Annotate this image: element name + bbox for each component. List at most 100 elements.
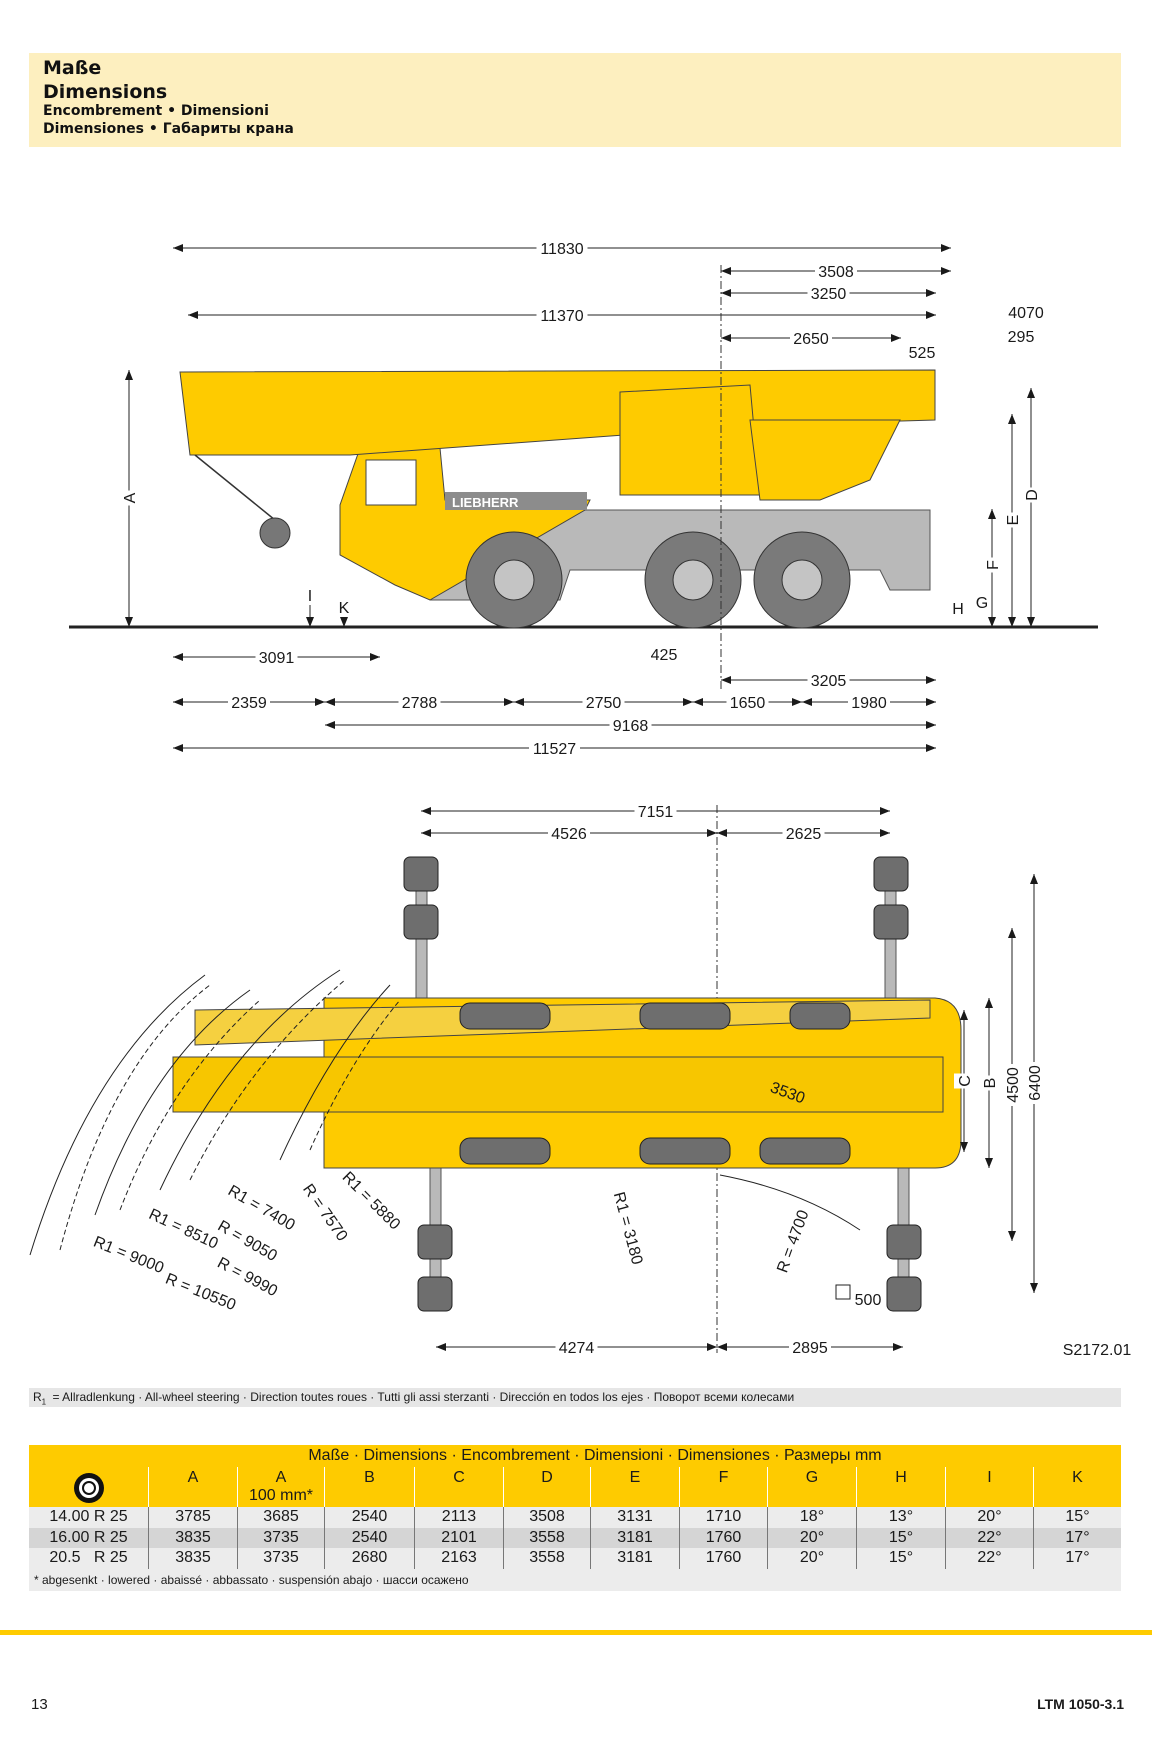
col-A-lowered-sub: 100 mm* bbox=[248, 1487, 314, 1504]
dimension-label-F: F bbox=[985, 560, 1002, 570]
table-cell: 1760 bbox=[679, 1527, 767, 1548]
table-cell: 3558 bbox=[503, 1527, 590, 1548]
wheels bbox=[465, 531, 851, 629]
dimension-label-d9168: 9168 bbox=[613, 718, 649, 735]
table-cell: 18° bbox=[767, 1507, 856, 1528]
tire-icon-cell bbox=[29, 1467, 148, 1507]
title-en: Dimensions bbox=[43, 81, 168, 103]
dimension-label-C: C bbox=[957, 1075, 974, 1087]
dimension-label-d4500: 4500 bbox=[1005, 1067, 1022, 1103]
turntable bbox=[749, 419, 901, 501]
legend-subscript: 1 bbox=[41, 1397, 47, 1407]
brand-strip bbox=[445, 492, 587, 510]
tire-size-cell: 16.00 R 25 bbox=[49, 1528, 128, 1546]
col-K: K bbox=[1033, 1467, 1121, 1507]
table-cell: 15° bbox=[1033, 1507, 1121, 1528]
dimensions-table: Maße · Dimensions · Encombrement · Dimen… bbox=[29, 1445, 1121, 1591]
col-H: H bbox=[856, 1467, 945, 1507]
table-footnote: * abgesenkt · lowered · abaissé · abbass… bbox=[29, 1568, 1121, 1591]
col-A: A bbox=[148, 1467, 237, 1507]
col-G: G bbox=[767, 1467, 856, 1507]
table-cell: 1760 bbox=[679, 1548, 767, 1569]
dimension-label-d2359: 2359 bbox=[231, 695, 267, 712]
dimension-label-d11527: 11527 bbox=[533, 741, 576, 758]
crane-cab bbox=[619, 384, 761, 496]
tire-size-cell: 20.5 R 25 bbox=[49, 1549, 128, 1566]
dimension-label-A: A bbox=[122, 492, 139, 503]
table-cell: 3181 bbox=[590, 1548, 679, 1569]
steering-legend: R1 = Allradlenkung · All-wheel steering … bbox=[29, 1388, 1121, 1407]
dimension-label-r1_3180: R1 = 3180 bbox=[610, 1190, 646, 1266]
table-cell: 1710 bbox=[679, 1507, 767, 1528]
dimension-label-B: B bbox=[982, 1078, 999, 1089]
dimension-label-d3508: 3508 bbox=[818, 264, 854, 281]
dimension-label-r1_5880: R1 = 5880 bbox=[339, 1169, 404, 1234]
dimension-label-r1_8510: R1 = 8510 bbox=[146, 1206, 221, 1253]
brand-logo: LIEBHERR bbox=[452, 495, 519, 510]
tires bbox=[459, 1002, 851, 1165]
table-cell: 2540 bbox=[324, 1527, 414, 1548]
legend-symbol: R bbox=[33, 1390, 42, 1404]
dimension-label-d3091: 3091 bbox=[259, 650, 295, 667]
tire-size-cell: 14.00 R 25 bbox=[49, 1508, 128, 1525]
dimension-label-d3205: 3205 bbox=[811, 673, 847, 690]
dimension-drawings: LIEBHERR bbox=[29, 241, 1132, 1359]
model-name: LTM 1050-3.1 bbox=[1037, 1696, 1124, 1712]
table-cell: 17° bbox=[1033, 1527, 1121, 1548]
dimension-label-d7151: 7151 bbox=[638, 804, 674, 821]
section-header: Maße Dimensions Encombrement • Dimension… bbox=[29, 53, 1121, 147]
table-cell: 2101 bbox=[414, 1527, 503, 1548]
table-cell: 3835 bbox=[148, 1548, 237, 1569]
col-F: F bbox=[679, 1467, 767, 1507]
table-cell: 2540 bbox=[324, 1507, 414, 1528]
dimension-label-d2650: 2650 bbox=[793, 331, 829, 348]
table-cell: 3131 bbox=[590, 1507, 679, 1528]
pad-size-symbol bbox=[835, 1284, 851, 1300]
dimension-label-d1980: 1980 bbox=[851, 695, 887, 712]
dimension-label-drawing_no: S2172.01 bbox=[1063, 1342, 1132, 1359]
title-es-ru: Dimensiones • Габариты крана bbox=[43, 121, 294, 137]
side-view-crane: LIEBHERR bbox=[69, 265, 1098, 690]
top-view-crane bbox=[29, 805, 962, 1353]
table-cell: 20° bbox=[945, 1507, 1033, 1528]
dimension-label-d3250: 3250 bbox=[811, 286, 847, 303]
dimension-label-d525: 525 bbox=[909, 345, 936, 362]
dimension-label-d2750: 2750 bbox=[586, 695, 622, 712]
table-cell: 3735 bbox=[237, 1527, 324, 1548]
dimension-label-d4526: 4526 bbox=[551, 826, 587, 843]
dimension-label-d6400: 6400 bbox=[1027, 1065, 1044, 1101]
dimension-label-d2895: 2895 bbox=[792, 1340, 828, 1357]
dimension-label-d2625: 2625 bbox=[786, 826, 822, 843]
dimension-label-d295: 295 bbox=[1008, 329, 1035, 346]
col-D: D bbox=[503, 1467, 590, 1507]
footer-rule bbox=[0, 1630, 1152, 1635]
table-title: Maße · Dimensions · Encombrement · Dimen… bbox=[29, 1445, 1121, 1467]
dimension-label-d425: 425 bbox=[651, 647, 678, 664]
col-A-lowered-label: A bbox=[275, 1469, 287, 1486]
page-number: 13 bbox=[31, 1696, 48, 1713]
table-cell: 13° bbox=[856, 1507, 945, 1528]
table-cell: 17° bbox=[1033, 1548, 1121, 1569]
title-fr-it: Encombrement • Dimensioni bbox=[43, 103, 269, 119]
table-cell: 20° bbox=[767, 1548, 856, 1569]
dimension-label-K: K bbox=[339, 600, 350, 617]
table-cell: 22° bbox=[945, 1548, 1033, 1569]
cab-window bbox=[365, 459, 417, 506]
dimension-label-H: H bbox=[952, 601, 964, 618]
table-cell: 3835 bbox=[148, 1527, 237, 1548]
table-cell: 15° bbox=[856, 1527, 945, 1548]
dimension-label-r_10550: R = 10550 bbox=[163, 1271, 238, 1315]
table-cell: 20° bbox=[767, 1527, 856, 1548]
dimension-label-d4274: 4274 bbox=[559, 1340, 595, 1357]
col-I: I bbox=[945, 1467, 1033, 1507]
table-cell: 3685 bbox=[237, 1507, 324, 1528]
dimension-label-r1_9000: R1 = 9000 bbox=[91, 1234, 166, 1278]
turning-radius-arcs bbox=[29, 969, 861, 1256]
dimension-label-d1650: 1650 bbox=[730, 695, 766, 712]
table-cell: 2163 bbox=[414, 1548, 503, 1569]
table-cell: 22° bbox=[945, 1527, 1033, 1548]
